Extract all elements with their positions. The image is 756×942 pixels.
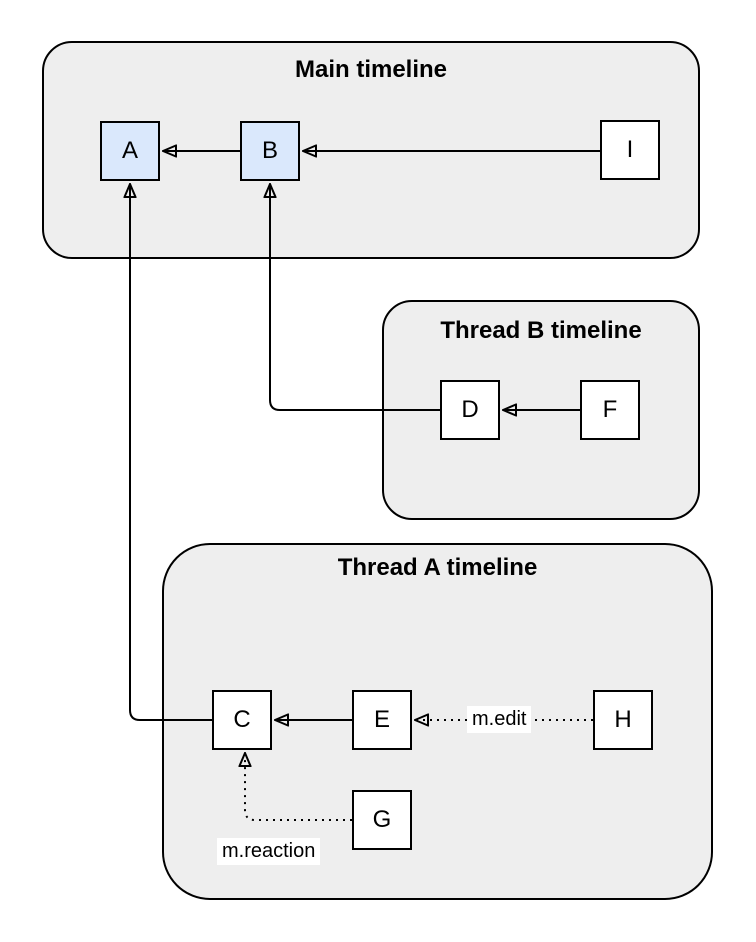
node-g: G — [352, 790, 412, 850]
node-h: H — [593, 690, 653, 750]
thread-a-timeline-title: Thread A timeline — [337, 554, 538, 581]
node-a: A — [100, 121, 160, 181]
node-c: C — [212, 690, 272, 750]
node-i: I — [600, 120, 660, 180]
edge-label-m-reaction: m.reaction — [217, 838, 321, 865]
thread-b-timeline-title: Thread B timeline — [440, 317, 642, 344]
node-e: E — [352, 690, 412, 750]
main-timeline-title: Main timeline — [294, 56, 448, 83]
node-d: D — [440, 380, 500, 440]
edge-d-to-b — [270, 185, 440, 411]
node-b: B — [240, 121, 300, 181]
edge-g-to-c-dotted — [245, 754, 352, 821]
edge-label-m-edit: m.edit — [467, 706, 532, 733]
edge-c-to-a — [130, 185, 212, 721]
node-f: F — [580, 380, 640, 440]
